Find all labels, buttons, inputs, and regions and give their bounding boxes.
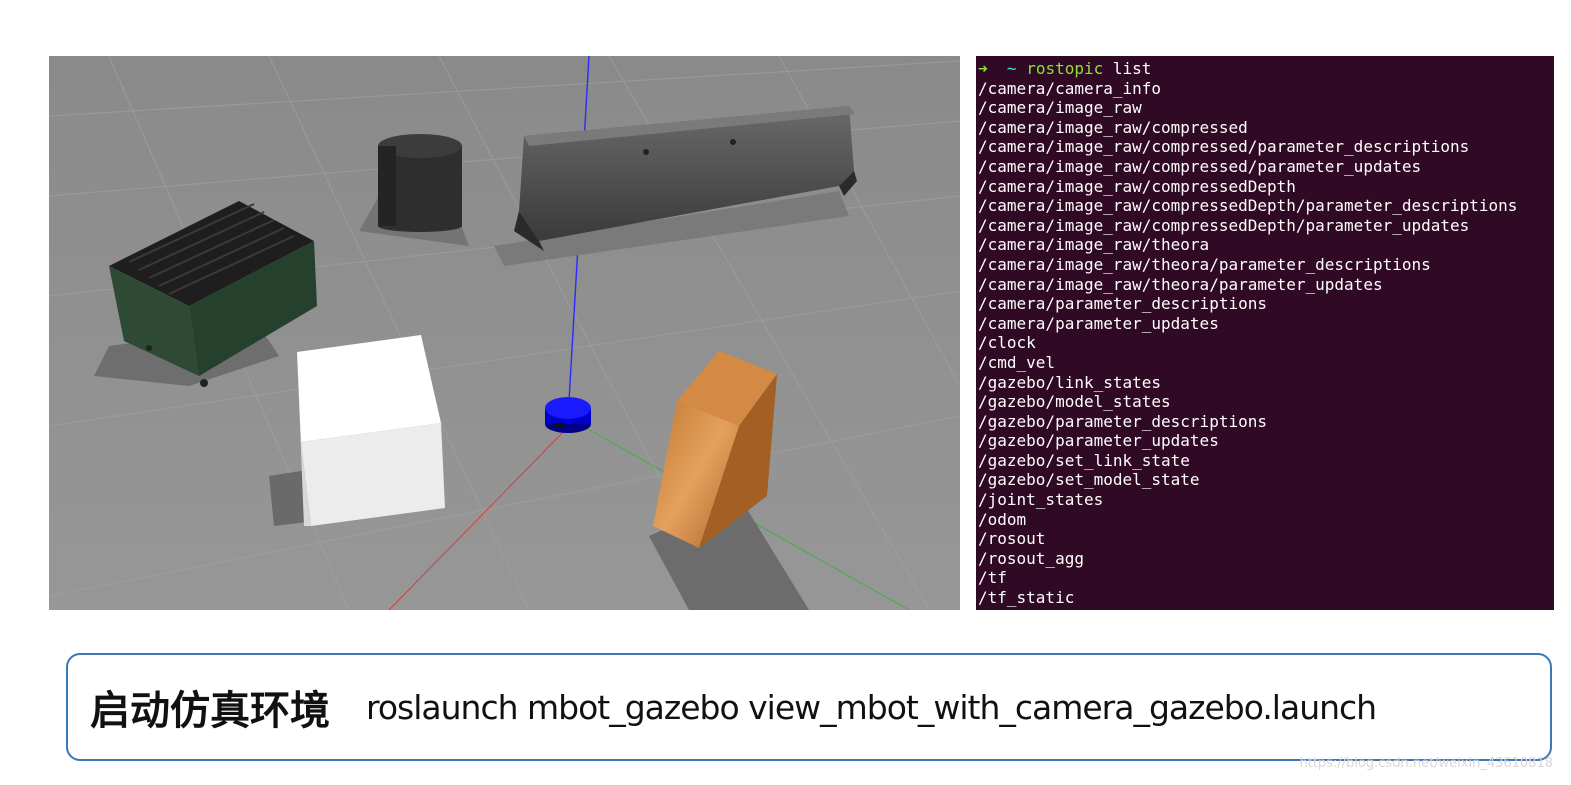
- white-box-model[interactable]: [297, 335, 445, 526]
- terminal-topic-line: /camera/image_raw/compressed/parameter_d…: [978, 137, 1470, 157]
- caption-command: roslaunch mbot_gazebo view_mbot_with_cam…: [366, 687, 1377, 727]
- terminal-topic-line: /camera/image_raw/theora/parameter_updat…: [978, 274, 1383, 294]
- prompt-arrow-icon: ➜: [978, 59, 988, 78]
- terminal-topic-line: /camera/image_raw: [978, 98, 1142, 118]
- terminal-topic-line: /gazebo/set_model_state: [978, 470, 1200, 490]
- terminal-topic-line: /camera/image_raw/compressedDepth/parame…: [978, 196, 1518, 216]
- terminal-topic-line: /gazebo/link_states: [978, 372, 1162, 392]
- gazebo-viewport[interactable]: [49, 56, 960, 610]
- terminal-topic-line: /camera/image_raw/compressed/parameter_u…: [978, 156, 1422, 176]
- terminal-topic-line: /camera/image_raw/compressed: [978, 117, 1248, 137]
- terminal-topic-line: /gazebo/model_states: [978, 392, 1171, 412]
- x-axis-line: [388, 425, 570, 610]
- terminal-topic-line: /camera/parameter_descriptions: [978, 294, 1267, 314]
- terminal-prompt-line: ➜ ~ rostopic list: [978, 59, 1554, 79]
- prompt-args: list: [1112, 59, 1152, 78]
- terminal-topic-line: /camera/camera_info: [978, 78, 1162, 98]
- terminal-topic-line: /camera/image_raw/compressedDepth/parame…: [978, 215, 1470, 235]
- terminal-topic-line: /clock: [978, 333, 1036, 353]
- mbot-robot-model[interactable]: [545, 397, 591, 433]
- terminal-topic-line: /gazebo/parameter_descriptions: [978, 411, 1267, 431]
- terminal-topic-line: /tf_static: [978, 588, 1075, 608]
- caption-box: 启动仿真环境 roslaunch mbot_gazebo view_mbot_w…: [66, 653, 1552, 761]
- terminal-output: /camera/camera_info/camera/image_raw/cam…: [978, 79, 1554, 608]
- terminal-topic-line: /rosout_agg: [978, 548, 1084, 568]
- jersey-barrier-model[interactable]: [514, 106, 857, 251]
- prompt-directory: ~: [1006, 59, 1017, 78]
- terminal-topic-line: /odom: [978, 509, 1027, 529]
- terminal-topic-line: /cmd_vel: [978, 352, 1056, 372]
- prompt-command: rostopic: [1026, 59, 1104, 78]
- terminal-topic-line: /camera/parameter_updates: [978, 313, 1219, 333]
- wooden-crate-model[interactable]: [653, 351, 777, 548]
- terminal-topic-line: /camera/image_raw/compressedDepth: [978, 176, 1296, 196]
- terminal-topic-line: /gazebo/parameter_updates: [978, 431, 1219, 451]
- terminal-topic-line: /camera/image_raw/theora/parameter_descr…: [978, 254, 1431, 274]
- terminal-topic-line: /rosout: [978, 529, 1046, 549]
- terminal-topic-line: /joint_states: [978, 490, 1104, 510]
- watermark-text: https://blog.csdn.net/weixin_43610818: [1299, 756, 1553, 771]
- terminal-topic-line: /tf: [978, 568, 1007, 588]
- dumpster-model[interactable]: [109, 201, 317, 387]
- barrier-shadow: [494, 191, 849, 266]
- terminal-topic-line: /gazebo/set_link_state: [978, 450, 1190, 470]
- caption-title: 启动仿真环境: [90, 688, 330, 734]
- terminal-window[interactable]: ➜ ~ rostopic list /camera/camera_info/ca…: [976, 56, 1554, 610]
- cylinder-model[interactable]: [378, 134, 462, 232]
- gazebo-scene: [49, 56, 960, 610]
- terminal-topic-line: /camera/image_raw/theora: [978, 235, 1210, 255]
